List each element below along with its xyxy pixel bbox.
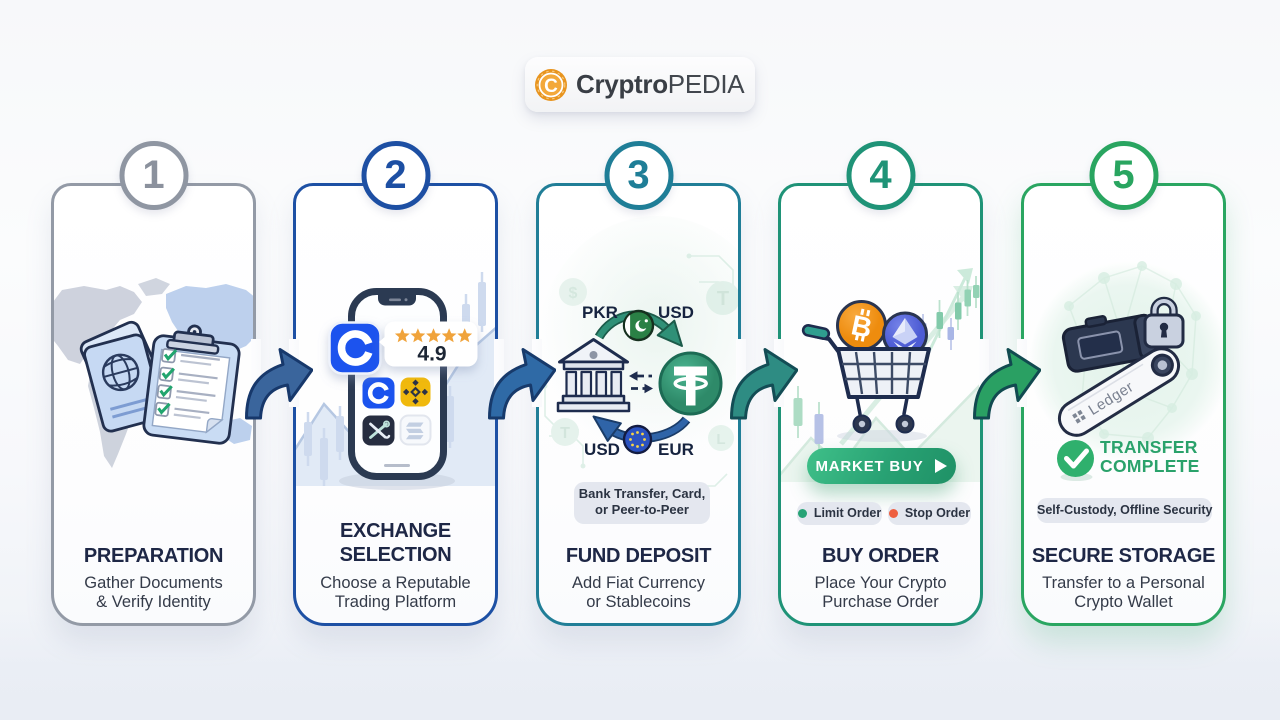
svg-text:USD: USD xyxy=(658,303,694,322)
svg-text:4.9: 4.9 xyxy=(417,343,446,366)
svg-text:C: C xyxy=(544,76,558,97)
svg-text:T: T xyxy=(717,288,729,310)
svg-text:$: $ xyxy=(569,285,578,302)
svg-text:EUR: EUR xyxy=(658,440,694,459)
svg-text:USD: USD xyxy=(584,440,620,459)
svg-text:PKR: PKR xyxy=(582,303,618,322)
svg-text:L: L xyxy=(716,431,725,448)
svg-text:T: T xyxy=(560,425,570,442)
